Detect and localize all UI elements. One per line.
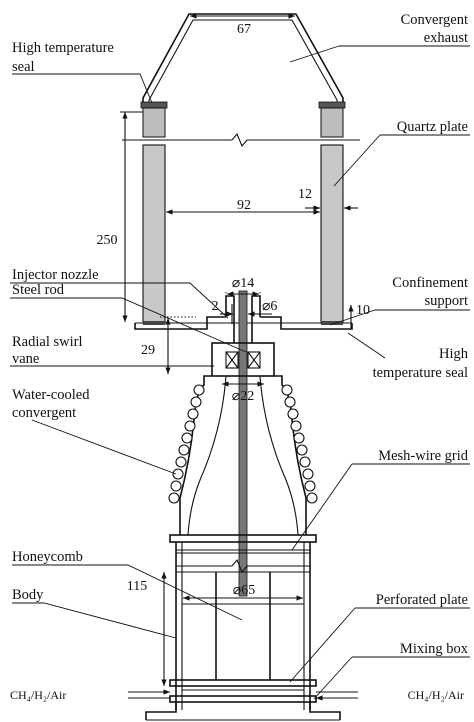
- high-temperature-seal-top: [140, 101, 346, 138]
- label-inlet-right: CH₄/H₂/Air: [408, 688, 464, 702]
- label-convergent-exhaust-2: exhaust: [424, 30, 468, 46]
- radial-swirl-vane: [211, 342, 275, 377]
- label-quartz-plate: Quartz plate: [397, 119, 468, 135]
- label-mesh-wire-grid: Mesh-wire grid: [378, 448, 469, 464]
- cooling-coils: [168, 384, 318, 504]
- label-radial-swirl-vane-2: vane: [12, 351, 39, 367]
- dim-support-height: 10: [356, 303, 370, 318]
- honeycomb: [182, 572, 304, 680]
- label-high-temp-seal-top-2: seal: [12, 59, 35, 75]
- dim-rod-diameter: ⌀6: [262, 299, 277, 314]
- dim-nozzle-gap: 2: [212, 299, 219, 314]
- dim-nozzle-outer-diameter: ⌀14: [232, 276, 254, 291]
- label-steel-rod: Steel rod: [12, 282, 65, 298]
- dim-quartz-thickness: 12: [298, 187, 312, 202]
- label-perforated-plate: Perforated plate: [376, 592, 468, 608]
- label-water-cooled-convergent-1: Water-cooled: [12, 387, 90, 403]
- dimension-values: 67 92 12 250 ⌀14 ⌀6 2 10 29 ⌀22 ⌀65 115: [97, 22, 371, 598]
- dim-chamber-inner-width: 92: [237, 198, 251, 213]
- label-confinement-support-1: Confinement: [392, 275, 468, 291]
- label-body: Body: [12, 587, 44, 603]
- dim-chamber-height: 250: [97, 233, 118, 248]
- break-line-top: [122, 132, 360, 148]
- quartz-plates: [142, 144, 344, 324]
- mixing-box: [145, 695, 341, 721]
- perforated-plate: [169, 679, 317, 691]
- labels: Convergent exhaust High temperature seal…: [10, 12, 469, 702]
- label-injector-nozzle: Injector nozzle: [12, 267, 99, 283]
- label-high-temp-seal-bottom-1: High: [439, 346, 469, 362]
- label-radial-swirl-vane-1: Radial swirl: [12, 334, 82, 350]
- label-high-temp-seal-top-1: High temperature: [12, 40, 114, 56]
- dim-swirler-diameter: ⌀22: [232, 389, 254, 404]
- leader-lines: [10, 45, 470, 700]
- label-honeycomb: Honeycomb: [12, 549, 83, 565]
- label-confinement-support-2: support: [425, 293, 469, 309]
- label-mixing-box: Mixing box: [400, 641, 469, 657]
- mesh-wire-grid: [169, 534, 317, 554]
- dimension-lines: [120, 13, 358, 686]
- dim-swirler-height: 29: [141, 343, 155, 358]
- dim-body-diameter: ⌀65: [233, 583, 255, 598]
- label-inlet-left: CH₄/H₂/Air: [10, 688, 66, 702]
- label-convergent-exhaust-1: Convergent: [401, 12, 468, 28]
- inlet-arrows: [128, 689, 358, 701]
- label-high-temp-seal-bottom-2: temperature seal: [373, 365, 468, 381]
- dim-body-height: 115: [127, 579, 147, 594]
- dim-exhaust-width: 67: [237, 22, 251, 37]
- label-water-cooled-convergent-2: convergent: [12, 405, 76, 421]
- break-line-bottom: [176, 558, 310, 574]
- body-tube: [175, 542, 311, 710]
